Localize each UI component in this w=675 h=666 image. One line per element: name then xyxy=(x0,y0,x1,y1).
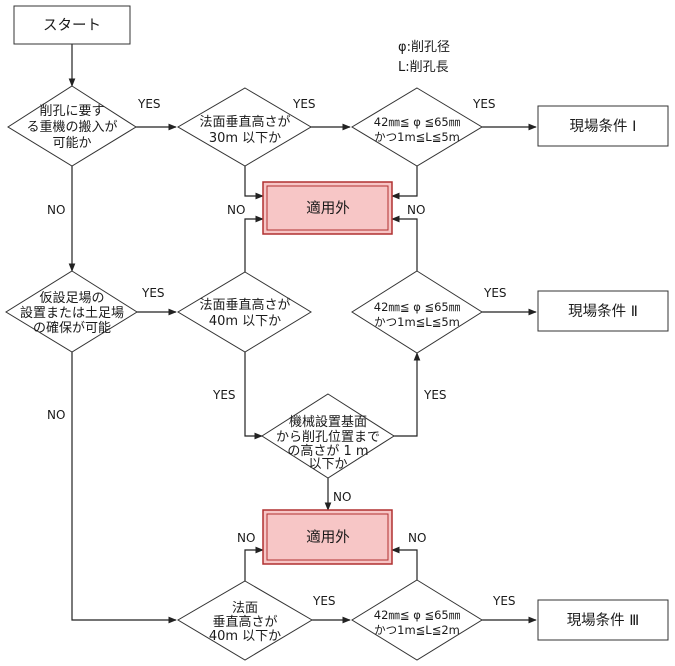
decision-slope3: 法面 垂直高さが 40m 以下か xyxy=(177,580,313,661)
label-slope2-yes: YES xyxy=(212,388,236,402)
decision-machine-line3: の高さが 1 m xyxy=(287,443,368,459)
not-applicable-label-lower: 適用外 xyxy=(306,528,350,546)
result-label-2: 現場条件 Ⅱ xyxy=(568,303,638,320)
branch-labels: YES YES YES NO NO NO YES YES YES YES NO … xyxy=(47,97,516,608)
flow-slope3-no xyxy=(244,546,264,581)
flow-machine-yes xyxy=(392,352,421,437)
legend: φ:削孔径 L:削孔長 xyxy=(398,40,450,75)
decision-slope1: 法面垂直高さが 30m 以下か xyxy=(177,87,312,167)
result-box-3: 現場条件 Ⅲ xyxy=(537,599,669,641)
label-slope1-yes: YES xyxy=(292,97,316,111)
flow-cond2-no xyxy=(391,215,418,271)
decision-scaffold-line2: 設置または土足場 xyxy=(20,305,124,321)
label-machine-yes: YES xyxy=(423,388,447,402)
decision-slope2: 法面垂直高さが 40m 以下か xyxy=(177,271,312,353)
label-heavy-yes: YES xyxy=(137,97,161,111)
label-slope1-no: NO xyxy=(227,203,245,217)
result-label-3: 現場条件 Ⅲ xyxy=(567,612,640,629)
decision-machine-line2: から削孔位置まで xyxy=(276,430,380,445)
label-slope3-no: NO xyxy=(237,531,255,545)
decision-slope2-line2: 40m 以下か xyxy=(209,314,281,329)
result-box-2: 現場条件 Ⅱ xyxy=(537,290,669,332)
decision-machine-line1: 機械設置基面 xyxy=(289,414,367,430)
decision-cond3-line2: かつ1m≦L≦2m xyxy=(374,623,460,637)
connectors xyxy=(68,44,537,624)
decision-machine: 機械設置基面 から削孔位置まで の高さが 1 m 以下か xyxy=(261,393,395,479)
flow-scaffold-no xyxy=(71,352,177,624)
decision-slope1-line1: 法面垂直高さが xyxy=(199,114,290,130)
decision-cond1-line2: かつ1m≦L≦5m xyxy=(374,130,460,144)
label-scaffold-no: NO xyxy=(47,408,65,422)
flow-slope1-no xyxy=(244,166,264,200)
legend-diameter: φ:削孔径 xyxy=(398,40,450,55)
decision-heavy-line2: る重機の搬入が xyxy=(26,119,117,135)
label-machine-no: NO xyxy=(333,490,351,504)
not-applicable-box-lower: 適用外 xyxy=(262,509,393,565)
decision-cond2-line2: かつ1m≦L≦5m xyxy=(374,315,460,329)
decision-heavy-line1: 削孔に要す xyxy=(39,104,104,119)
start-label: スタート xyxy=(43,17,101,34)
not-applicable-label-upper: 適用外 xyxy=(306,199,350,217)
decision-heavy: 削孔に要す る重機の搬入が 可能か xyxy=(7,85,137,167)
decision-heavy-line3: 可能か xyxy=(52,136,91,151)
label-cond3-no: NO xyxy=(408,531,426,545)
decision-slope1-line2: 30m 以下か xyxy=(209,131,281,146)
result-label-1: 現場条件 Ⅰ xyxy=(570,118,637,135)
decision-scaffold-line1: 仮設足場の xyxy=(39,290,104,306)
decision-cond3-line1: 42㎜≦ φ ≦65㎜ xyxy=(374,608,461,622)
flow-slope2-no xyxy=(244,215,264,272)
decision-cond1: 42㎜≦ φ ≦65㎜ かつ1m≦L≦5m xyxy=(351,87,483,167)
decision-scaffold: 仮設足場の 設置または土足場 の確保が可能 xyxy=(5,270,138,353)
decision-slope3-line3: 40m 以下か xyxy=(209,629,281,644)
flow-slope2-yes xyxy=(244,352,263,440)
decision-machine-line4: 以下か xyxy=(308,457,347,472)
decision-scaffold-line3: の確保が可能 xyxy=(33,320,111,336)
decision-cond3: 42㎜≦ φ ≦65㎜ かつ1m≦L≦2m xyxy=(351,579,483,661)
decision-cond2: 42㎜≦ φ ≦65㎜ かつ1m≦L≦5m xyxy=(351,270,483,354)
legend-length: L:削孔長 xyxy=(398,60,449,75)
label-scaffold-yes: YES xyxy=(141,286,165,300)
label-cond1-yes: YES xyxy=(472,97,496,111)
decision-cond2-line1: 42㎜≦ φ ≦65㎜ xyxy=(374,300,461,314)
decision-slope3-line2: 垂直高さが xyxy=(212,614,277,630)
label-heavy-no: NO xyxy=(47,203,65,217)
label-slope3-yes: YES xyxy=(312,594,336,608)
flow-cond1-no xyxy=(391,166,418,200)
label-cond3-yes: YES xyxy=(492,594,516,608)
decision-slope2-line1: 法面垂直高さが xyxy=(199,297,290,313)
flow-cond3-no xyxy=(391,546,418,580)
start-box: スタート xyxy=(13,5,131,45)
result-box-1: 現場条件 Ⅰ xyxy=(537,105,669,147)
decision-slope3-line1: 法面 xyxy=(232,601,258,616)
label-cond1-no: NO xyxy=(407,203,425,217)
label-cond2-yes: YES xyxy=(483,286,507,300)
not-applicable-box-upper: 適用外 xyxy=(262,181,393,235)
decision-cond1-line1: 42㎜≦ φ ≦65㎜ xyxy=(374,115,461,129)
